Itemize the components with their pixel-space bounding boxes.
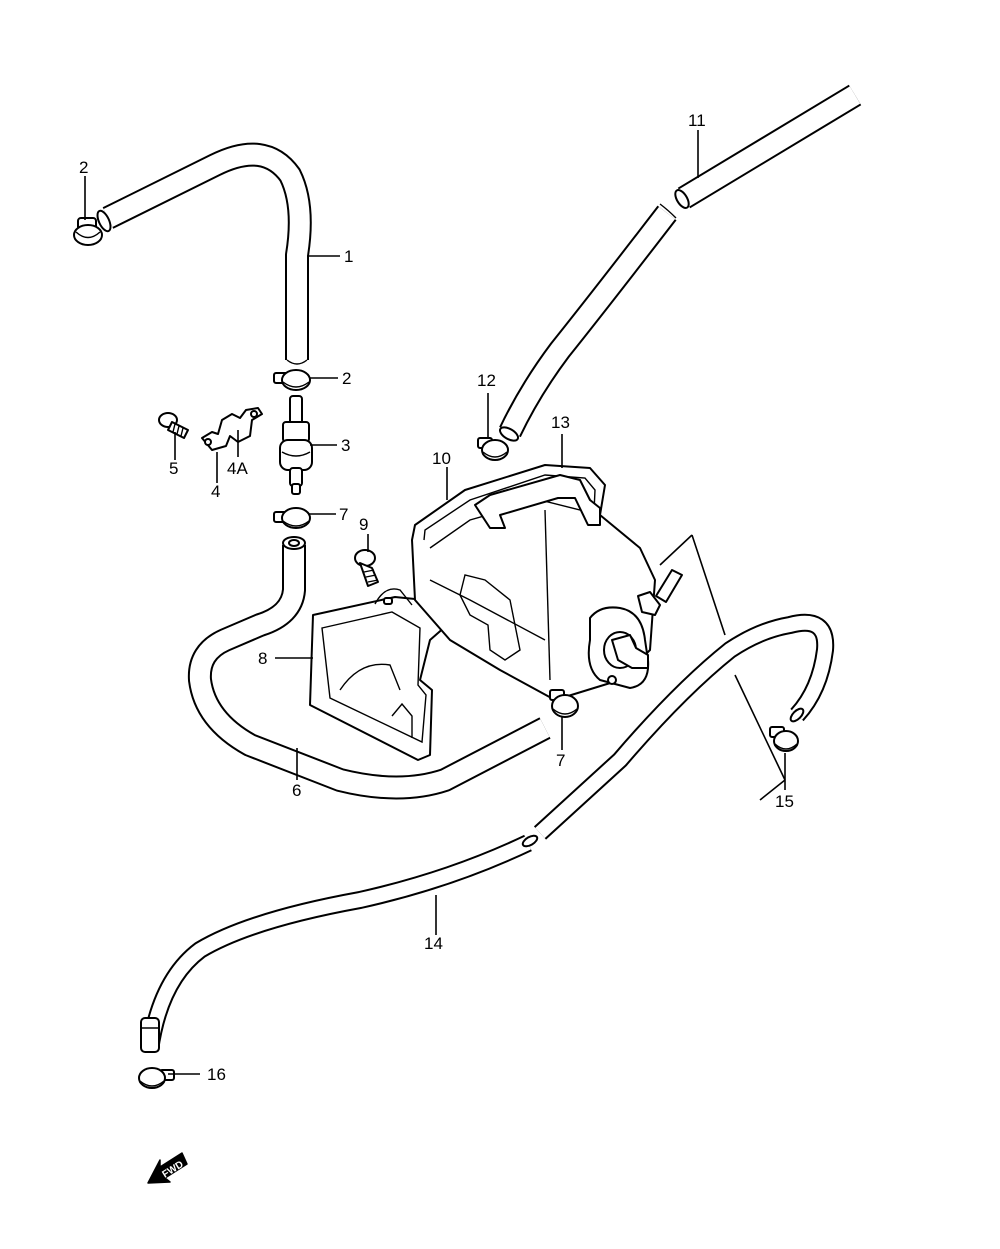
fwd-arrow: FWD [147, 1152, 188, 1184]
hose-1[interactable] [95, 142, 312, 365]
callout-6: 6 [292, 781, 301, 800]
callout-4a: 4A [227, 459, 248, 478]
callout-2-top: 2 [79, 158, 88, 177]
callout-5: 5 [169, 459, 178, 478]
callouts: 2 1 2 3 5 4A 4 7 9 10 12 13 11 8 6 7 15 … [79, 111, 794, 1084]
bolt-5[interactable] [158, 412, 189, 439]
clamp-7-lower[interactable] [549, 689, 579, 718]
callout-4: 4 [211, 482, 220, 501]
clamp-7-upper[interactable] [273, 507, 311, 529]
bracket-4[interactable] [201, 407, 263, 451]
purge-valve[interactable] [587, 606, 650, 689]
clamp-2-center[interactable] [273, 369, 311, 391]
clamp-12[interactable] [477, 437, 509, 461]
strap-13[interactable] [474, 474, 601, 529]
callout-8: 8 [258, 649, 267, 668]
callout-7-lower: 7 [556, 751, 565, 770]
callout-9: 9 [359, 515, 368, 534]
callout-14: 14 [424, 934, 443, 953]
leader-lines [84, 130, 786, 1075]
callout-3: 3 [341, 436, 350, 455]
hose-6[interactable] [187, 536, 551, 800]
callout-10: 10 [432, 449, 451, 468]
callout-2-center: 2 [342, 369, 351, 388]
callout-13: 13 [551, 413, 570, 432]
routing-lines [659, 534, 786, 801]
hose-14[interactable] [140, 613, 835, 1053]
callout-11: 11 [688, 111, 706, 130]
clamp-16[interactable] [138, 1067, 175, 1089]
bolt-9[interactable] [354, 549, 379, 587]
callout-16: 16 [207, 1065, 226, 1084]
hose-11[interactable] [498, 84, 862, 443]
callout-15: 15 [775, 792, 794, 811]
callout-1: 1 [344, 247, 353, 266]
clamp-15[interactable] [769, 726, 799, 752]
callout-12: 12 [477, 371, 496, 390]
canister-port[interactable] [637, 569, 683, 616]
callout-7-upper: 7 [339, 505, 348, 524]
clamp-2-top-left[interactable] [73, 217, 103, 246]
valve-3[interactable] [279, 395, 313, 495]
